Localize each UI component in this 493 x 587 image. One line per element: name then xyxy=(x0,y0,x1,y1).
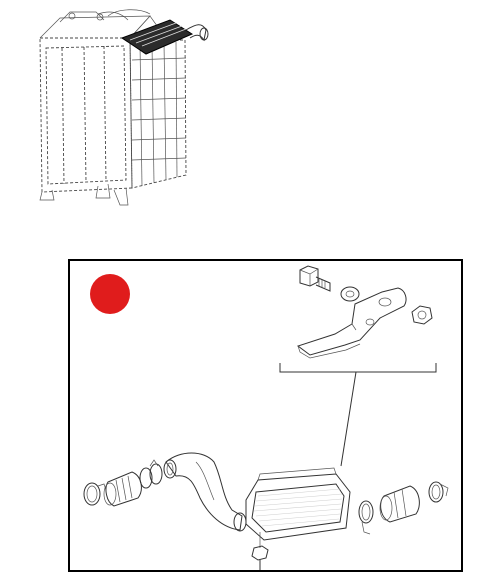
bolt-icon xyxy=(299,265,331,292)
side-fin-stack xyxy=(129,39,187,189)
detail-frame xyxy=(68,259,463,572)
bracket-leader-line xyxy=(340,371,357,467)
charge-air-pipe xyxy=(163,452,247,532)
bracket-group-bracket xyxy=(279,363,437,373)
mid-hose-clamps xyxy=(139,459,163,489)
intercooler-core xyxy=(245,467,351,541)
nut-icon xyxy=(411,305,433,325)
washer-icon xyxy=(340,286,360,302)
right-coupler-hose xyxy=(379,485,420,523)
left-hose-clamp xyxy=(83,482,107,506)
bracket-exploded-view xyxy=(279,265,437,467)
mounting-bracket xyxy=(296,287,407,359)
top-brackets xyxy=(59,9,151,23)
outlet-hose-clamp xyxy=(428,481,449,503)
right-hose-clamp xyxy=(358,500,374,535)
callout-marker xyxy=(90,274,130,314)
left-coupler-hose xyxy=(103,471,142,507)
radiator-assembly-overview xyxy=(39,9,209,206)
bottom-bolt-icon xyxy=(251,532,269,570)
intercooler-duct-assembly xyxy=(83,452,449,570)
intercooler-top xyxy=(120,19,209,55)
radiator-feet xyxy=(39,183,129,206)
